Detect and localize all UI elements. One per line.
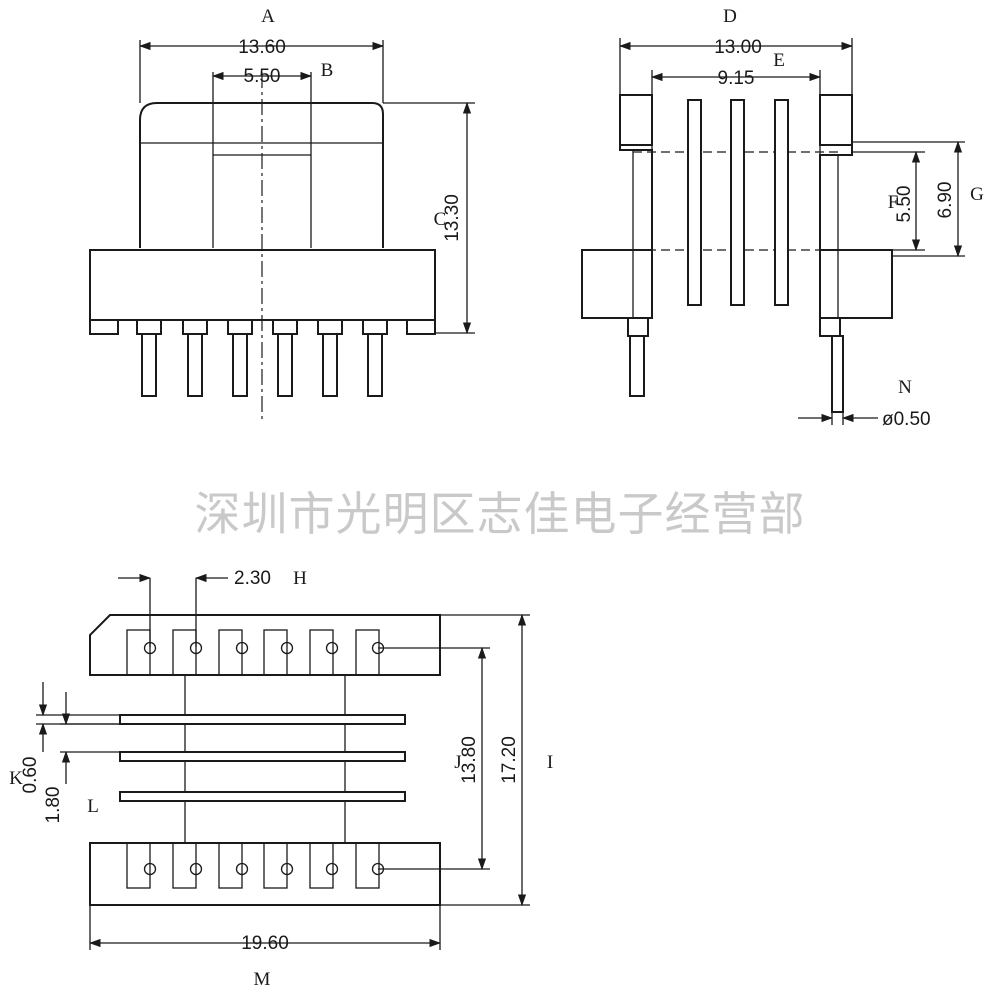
dim-label-l: L (87, 796, 99, 817)
front-view: A 13.60 5.50 B 13.30 C (89, 6, 475, 420)
dim-label-a: A (261, 6, 275, 27)
pin-head (227, 319, 253, 335)
dim-value-e: 9.15 (718, 68, 755, 89)
dim-value-c: 13.30 (442, 194, 463, 242)
dim-value-k: 0.60 (20, 757, 41, 794)
dim-value-g: 6.90 (935, 182, 956, 219)
dim-label-f: F (888, 192, 899, 213)
pin-hole (325, 862, 339, 876)
dim-value-n: ø0.50 (882, 409, 931, 430)
pin-hole (143, 862, 157, 876)
top-view: 2.30 H 17.20 I 13.80 J 0.60 K 1.80 L 19.… (9, 568, 553, 990)
pin-hole (235, 641, 249, 655)
pin-head (362, 319, 388, 335)
dim-label-d: D (723, 6, 737, 27)
dim-value-i: 17.20 (499, 736, 520, 784)
dim-label-j: J (454, 752, 461, 773)
slot (263, 629, 288, 676)
pin-hole (235, 862, 249, 876)
pin-head (136, 319, 162, 335)
pin-hole (280, 862, 294, 876)
watermark-text: 深圳市光明区志佳电子经营部 (195, 487, 806, 541)
pin (187, 333, 203, 397)
pin-head (182, 319, 208, 335)
dim-label-m: M (254, 969, 271, 990)
dim-label-n: N (898, 377, 912, 398)
dim-value-a: 13.60 (238, 37, 286, 58)
dim-label-i: I (547, 752, 553, 773)
dim-value-b: 5.50 (244, 66, 281, 87)
slot (355, 629, 380, 676)
slot (126, 842, 151, 889)
dim-label-k: K (9, 768, 23, 789)
dim-label-h: H (293, 568, 307, 589)
dim-label-e: E (773, 50, 785, 71)
pin (141, 333, 157, 397)
slot (355, 842, 380, 889)
pin-head (272, 319, 298, 335)
dim-value-f: 5.50 (894, 186, 915, 223)
slot (218, 842, 243, 889)
slot (309, 629, 334, 676)
dim-label-b: B (321, 60, 334, 81)
slot (263, 842, 288, 889)
pin-hole (325, 641, 339, 655)
dim-value-d: 13.00 (714, 37, 762, 58)
pin (277, 333, 293, 397)
pin (232, 333, 248, 397)
dim-value-j: 13.80 (459, 736, 480, 784)
pin-hole (189, 862, 203, 876)
top-flange-slots (126, 629, 385, 676)
side-view: D 13.00 E 9.15 5.50 F 6.90 G N ø0.50 (581, 6, 984, 430)
pin-head (317, 319, 343, 335)
dim-label-g: G (970, 184, 984, 205)
slot (218, 629, 243, 676)
front-pins (136, 319, 388, 397)
dim-value-l: 1.80 (43, 787, 64, 824)
dim-value-m: 19.60 (241, 933, 289, 954)
slot (309, 842, 334, 889)
slot (126, 629, 151, 676)
dim-label-c: C (434, 209, 447, 230)
pin (322, 333, 338, 397)
pin-hole (280, 641, 294, 655)
dim-value-h: 2.30 (234, 568, 271, 589)
pin (367, 333, 383, 397)
bottom-flange-slots (126, 842, 385, 889)
